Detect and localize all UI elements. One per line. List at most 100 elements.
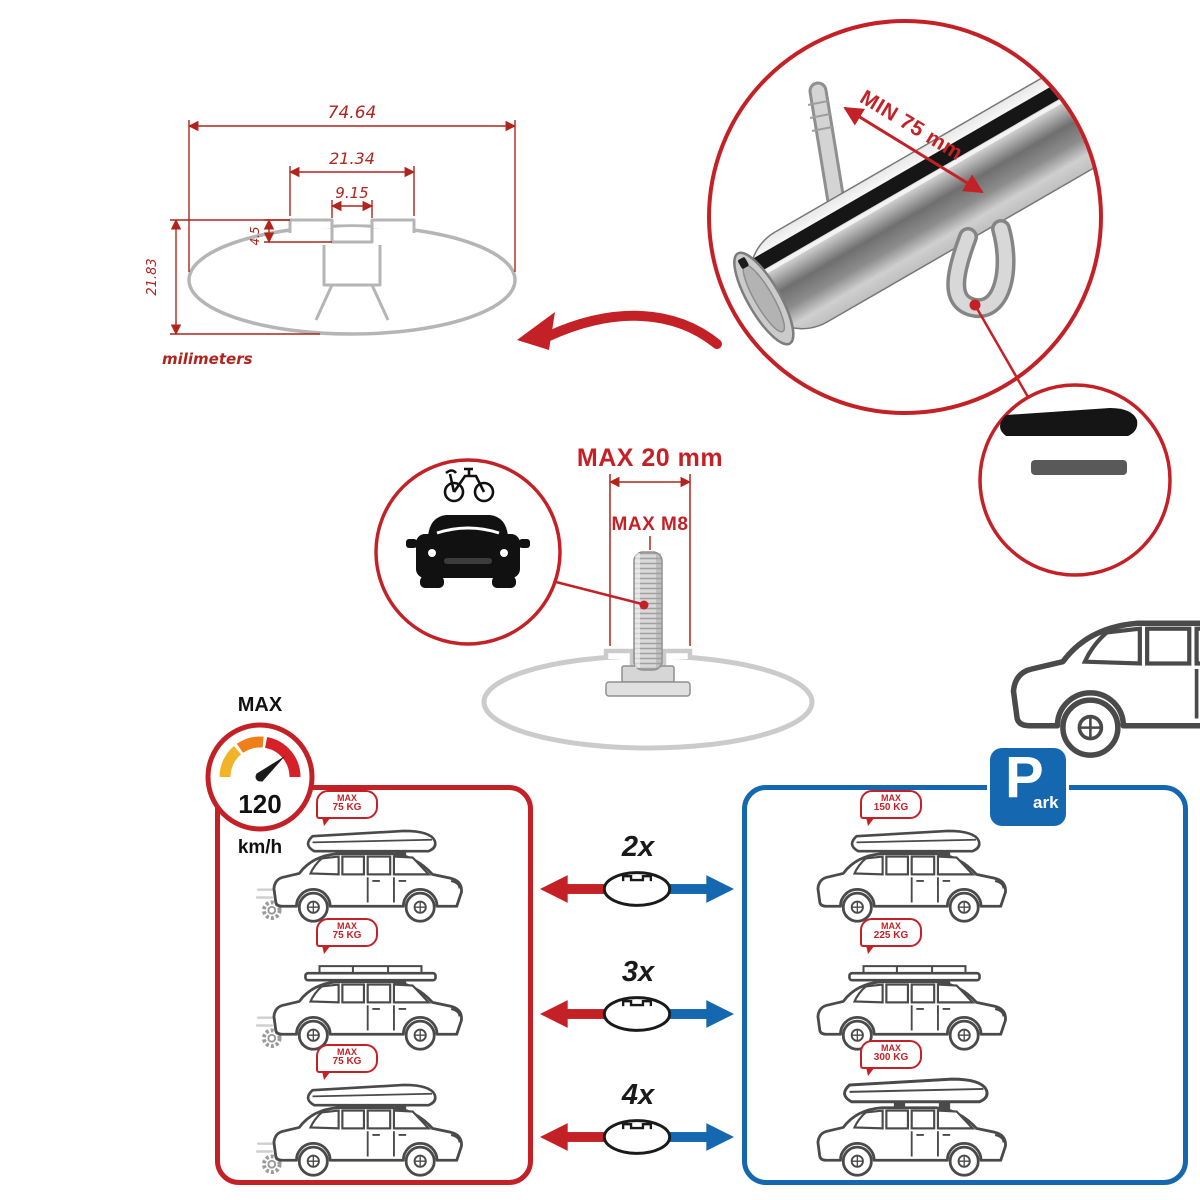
crossbar-detail-circle: MIN 75 mm [707, 19, 1190, 605]
crossbar-section-icon [602, 996, 672, 1032]
parked-load-panel: P ark MAX 150 KG MAX 225 KG [742, 745, 1188, 1185]
speedometer-icon: 120 [205, 722, 315, 832]
roof-load-badge: MAX 75 KG [316, 918, 378, 954]
callout-arrow-shaft [544, 310, 722, 349]
driving-car-row-2: MAX 75 KG [256, 918, 483, 1058]
crossbar-section-icon [602, 871, 672, 907]
driving-car-graphic-2 [256, 964, 463, 1051]
multiplier-row-1: 2x [538, 830, 738, 912]
load-value-label: 75 KG [332, 930, 362, 942]
load-max-label: MAX [337, 1047, 357, 1057]
multiplier-row-2: 3x [538, 955, 738, 1037]
bar-profile-ellipse [187, 224, 517, 336]
suv-with-roof-box [1000, 408, 1200, 755]
multiplier-row-3: 4x [538, 1078, 738, 1160]
tinted-windows [1031, 460, 1127, 475]
roof-cargo-box [306, 829, 437, 853]
roof-mount [394, 850, 407, 856]
crossbar-count-arrow [539, 996, 735, 1032]
park-sign: P ark [990, 745, 1066, 826]
parked-car-row-1: MAX 150 KG [802, 790, 1027, 930]
roof-mount [893, 1102, 906, 1110]
load-max-label: MAX [337, 793, 357, 803]
roof-cargo-box-large [842, 1077, 989, 1104]
driving-car-graphic-1 [256, 829, 463, 923]
mounting-bolt-diagram: MAX 20 mm MAX M8 [374, 444, 815, 751]
bar-profile-slot [288, 218, 416, 321]
suv-car [816, 1106, 1007, 1177]
speed-limit-gauge: MAX 120 km/h [198, 694, 322, 859]
unit-label: milimeters [162, 350, 253, 368]
dimension-channel-width [288, 166, 416, 216]
driving-car-graphic-3 [256, 1083, 463, 1177]
arrow-head-left [539, 1000, 568, 1028]
multiplier-label: 3x [621, 956, 655, 988]
clamp-hook-rear-leg [807, 81, 846, 211]
roof-cargo-rack [304, 964, 437, 982]
park-sign-letter: P [1005, 745, 1044, 810]
load-max-label: MAX [881, 921, 901, 931]
parked-car-graphic-1 [816, 829, 1007, 923]
load-value-label: 75 KG [332, 802, 362, 814]
roof-cargo-box [850, 829, 981, 853]
multiplier-label: 4x [621, 1079, 655, 1111]
callout-arrow-head [517, 312, 555, 350]
arrow-head-left [539, 875, 568, 903]
roof-box-black [1000, 408, 1138, 436]
arrow-head-right [706, 1123, 735, 1151]
roof-mount [938, 1102, 951, 1110]
speed-value: 120 [238, 789, 281, 819]
roof-load-badge: MAX 150 KG [860, 790, 922, 826]
slot-adapter [605, 665, 691, 697]
roof-mount [394, 1104, 407, 1110]
threaded-bolt [633, 551, 663, 671]
driving-load-panel: MAX 75 KG MAX 75 KG MAX 75 KG [215, 785, 533, 1185]
roof-mount [938, 850, 951, 856]
roof-load-badge: MAX 300 KG [860, 1040, 922, 1076]
crossbar-cross-section-drawing: 74.64 21.34 9.15 4.5 21.83 milimeters [145, 103, 517, 368]
dim-total-height-value: 21.83 [145, 258, 160, 295]
dimension-total-width [187, 120, 517, 272]
load-value-label: 150 KG [873, 802, 909, 814]
roof-load-badge: MAX 75 KG [316, 1044, 378, 1080]
dimension-slot-width [330, 200, 374, 218]
clamp-hook-front-loop [946, 219, 1016, 318]
car-front-silhouette [406, 515, 530, 588]
bolt-callout-line [555, 580, 643, 606]
arrow-head-right [706, 875, 735, 903]
parked-car-graphic-3 [816, 1077, 1007, 1177]
dim-total-width-value: 74.64 [328, 103, 377, 123]
suv-car [272, 980, 463, 1051]
multiplier-label: 2x [621, 831, 655, 863]
parked-car-row-2: MAX 225 KG [802, 918, 1027, 1058]
bolt-max-thread-label: MAX M8 [612, 514, 689, 535]
speed-max-label: MAX [237, 694, 283, 716]
load-value-label: 225 KG [873, 930, 909, 942]
dimension-total-height [170, 218, 320, 336]
detail-circle-outline [707, 19, 1103, 415]
crossbar-end-cap [733, 251, 795, 346]
suv-car [272, 852, 463, 923]
bicycle-icon [443, 467, 495, 503]
load-value-label: 75 KG [332, 1056, 362, 1068]
park-sign-suffix: ark [1033, 793, 1059, 812]
driving-car-row-3: MAX 75 KG [256, 1044, 483, 1184]
roof-cargo-box [306, 1083, 437, 1107]
suv-car [816, 852, 1007, 923]
roof-load-badge: MAX 75 KG [316, 790, 378, 826]
detail-callout-arrow [517, 310, 722, 350]
load-max-label: MAX [881, 1043, 901, 1053]
parked-car-graphic-2 [816, 964, 1007, 1051]
load-max-label: MAX [881, 793, 901, 803]
parked-car-row-3: MAX 300 KG [802, 1040, 1027, 1184]
aluminum-crossbar [733, 66, 1099, 346]
dim-slot-depth-value: 4.5 [248, 226, 262, 245]
load-value-label: 300 KG [873, 1052, 909, 1064]
bolt-length-dimension [608, 474, 692, 646]
crossbar-count-arrow [539, 871, 735, 907]
arrow-head-left [539, 1123, 568, 1151]
min-clamp-dimension-arrow [843, 106, 984, 194]
suv-car [272, 1106, 463, 1177]
crossbar-section-icon [602, 1119, 672, 1155]
roof-load-badge: MAX 225 KG [860, 918, 922, 954]
